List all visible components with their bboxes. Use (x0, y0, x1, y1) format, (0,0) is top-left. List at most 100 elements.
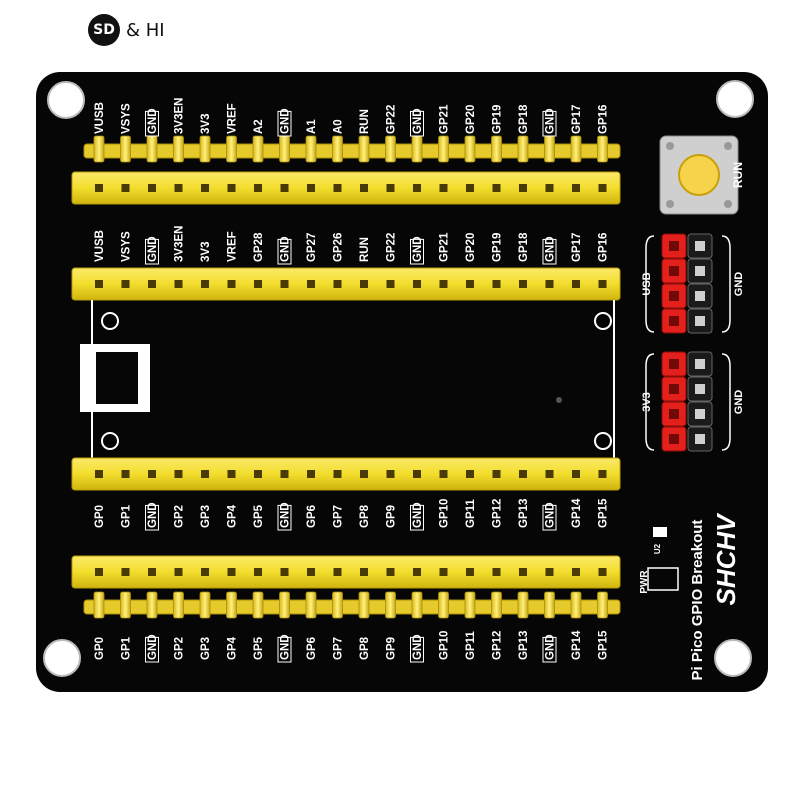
header-hole (254, 184, 262, 192)
svg-text:GP0: GP0 (94, 505, 106, 528)
pin-label-gp0: GP0 (94, 637, 106, 660)
svg-text:GP20: GP20 (465, 233, 477, 262)
store-logo-mark: SD (88, 14, 120, 46)
svg-text:GND: GND (545, 236, 557, 262)
svg-text:GP26: GP26 (333, 233, 345, 262)
pin-label-gp12: GP12 (492, 499, 504, 528)
pin-label-gp19: GP19 (492, 233, 504, 262)
svg-text:GP19: GP19 (492, 233, 504, 262)
pin-label-gp3: GP3 (200, 637, 212, 660)
pin-label-gp9: GP9 (386, 505, 398, 528)
svg-text:GP12: GP12 (492, 631, 504, 660)
svg-text:3V3: 3V3 (200, 242, 212, 262)
run-label: RUN (731, 162, 745, 188)
header-hole (254, 470, 262, 478)
svg-text:GND: GND (412, 108, 424, 134)
pin-label-gp27: GP27 (306, 233, 318, 262)
svg-text:VREF: VREF (227, 103, 239, 134)
pin-label-gnd: GND (542, 108, 557, 137)
header-pin (570, 135, 582, 163)
svg-text:GND: GND (147, 236, 159, 262)
header-pin (332, 135, 343, 163)
store-logo-text: & HI (126, 19, 165, 41)
svg-text:GP2: GP2 (174, 637, 186, 660)
maker-logo: SHCHV (711, 512, 741, 606)
pin-label-gp15: GP15 (598, 630, 610, 660)
top-male-header (83, 135, 621, 163)
pin-label-gp4: GP4 (227, 504, 239, 528)
header-hole (280, 184, 289, 192)
header-hole (386, 568, 395, 576)
svg-text:A2: A2 (253, 119, 265, 134)
header-hole (598, 184, 607, 192)
svg-text:GND: GND (280, 236, 292, 262)
header-hole (572, 568, 580, 576)
bottom-female-header (71, 555, 621, 589)
svg-text:GP9: GP9 (386, 637, 398, 660)
pico-socket-top-header (71, 267, 621, 301)
pin-label-gp26: GP26 (333, 233, 345, 262)
header-hole (333, 470, 342, 478)
pin-label-gp19: GP19 (492, 105, 504, 134)
pin-label-vusb: VUSB (94, 102, 106, 134)
usb-footprint-outline (80, 344, 150, 412)
pwr-label: PWR (639, 570, 650, 594)
header-pin (597, 135, 608, 163)
pin-label-gnd: GND (542, 634, 557, 663)
pin-label-gp15: GP15 (598, 498, 610, 528)
header-hole (333, 568, 342, 576)
header-hole (360, 280, 368, 288)
svg-text:GP22: GP22 (386, 105, 398, 134)
pin-label-3v3en: 3V3EN (174, 226, 186, 262)
header-hole (95, 470, 103, 478)
header-hole (280, 568, 289, 576)
header-hole (439, 184, 448, 192)
pin-label-gnd: GND (145, 634, 159, 663)
svg-text:GP22: GP22 (386, 233, 398, 262)
pin-label-run: RUN (359, 237, 371, 262)
header-hole (95, 280, 103, 288)
header-hole (545, 568, 554, 576)
header-pin (491, 591, 502, 619)
run-button (659, 135, 739, 215)
pin-label-gp10: GP10 (439, 631, 451, 660)
header-hole (95, 568, 103, 576)
header-pin (358, 135, 370, 163)
pin-label-gp5: GP5 (253, 636, 265, 660)
pin-label-gp4: GP4 (227, 636, 239, 660)
pin-label-gp8: GP8 (359, 636, 371, 660)
svg-text:VSYS: VSYS (121, 103, 133, 134)
svg-text:GP11: GP11 (465, 499, 477, 528)
svg-text:RUN: RUN (359, 109, 371, 134)
power-label-left: 3V3 (641, 392, 653, 412)
header-hole (333, 280, 342, 288)
header-hole (492, 470, 501, 478)
header-pin (279, 135, 290, 163)
header-pin (597, 591, 608, 619)
svg-text:GP17: GP17 (571, 233, 583, 262)
header-pin (146, 591, 158, 619)
header-hole (545, 470, 554, 478)
svg-text:GP8: GP8 (359, 504, 371, 528)
header-hole (492, 568, 501, 576)
svg-text:GP27: GP27 (306, 233, 318, 262)
header-pin (491, 135, 502, 163)
header-hole (174, 568, 183, 576)
header-hole (386, 470, 395, 478)
pin-label-gnd: GND (277, 108, 292, 137)
header-pin (252, 591, 264, 619)
header-hole (439, 568, 448, 576)
header-pin (517, 591, 529, 619)
header-hole (227, 568, 236, 576)
header-pin (173, 135, 184, 163)
svg-text:GP15: GP15 (598, 630, 610, 660)
svg-text:GP20: GP20 (465, 105, 477, 134)
svg-text:GND: GND (545, 634, 557, 660)
svg-text:GP3: GP3 (200, 637, 212, 660)
header-hole (413, 568, 421, 576)
bottom-male-header (83, 591, 621, 619)
header-hole (280, 280, 289, 288)
pin-label-gp22: GP22 (386, 233, 398, 262)
svg-text:GND: GND (147, 502, 159, 528)
svg-text:GND: GND (280, 502, 292, 528)
